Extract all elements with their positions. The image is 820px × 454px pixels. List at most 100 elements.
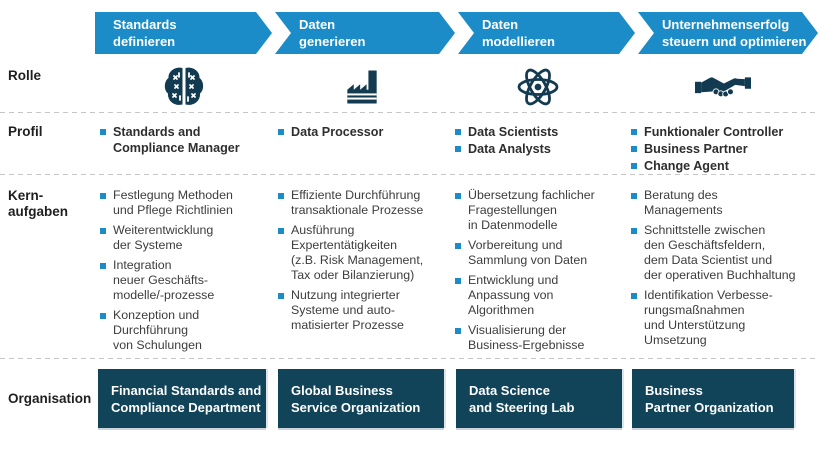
kernaufgaben-item: Festlegung Methoden und Pflege Richtlini… xyxy=(113,188,233,217)
list-item: Festlegung Methoden und Pflege Richtlini… xyxy=(100,188,267,218)
organisation-cell-2: Global Business Service Organization xyxy=(273,369,450,428)
profil-item: Funktionaler Controller xyxy=(644,125,784,139)
bullet-square-icon xyxy=(455,129,461,135)
kernaufgaben-item: Vorbereitung und Sammlung von Daten xyxy=(468,238,588,267)
kernaufgaben-item: Nutzung integrierter Systeme und auto- m… xyxy=(291,288,404,332)
list-item: Business Partner xyxy=(631,141,814,157)
bullet-square-icon xyxy=(100,228,106,234)
bullet-square-icon xyxy=(278,228,284,234)
list-item: Konzeption und Durchführung von Schulung… xyxy=(100,308,267,353)
list-item: Nutzung integrierter Systeme und auto- m… xyxy=(278,288,444,333)
process-step-label: Daten generieren xyxy=(299,17,366,49)
kernaufgaben-item: Konzeption und Durchführung von Schulung… xyxy=(113,308,202,352)
list-item: Data Scientists xyxy=(455,124,620,140)
bullet-square-icon xyxy=(631,163,637,169)
bullet-square-icon xyxy=(278,293,284,299)
row-label-rolle: Rolle xyxy=(8,68,42,83)
profil-item: Data Analysts xyxy=(468,142,551,156)
bullet-square-icon xyxy=(455,278,461,284)
handshake-icon xyxy=(695,76,751,97)
process-step-label: Standards definieren xyxy=(113,17,177,49)
profil-item: Business Partner xyxy=(644,142,748,156)
bullet-square-icon xyxy=(631,129,637,135)
kernaufgaben-cell-1: Festlegung Methoden und Pflege Richtlini… xyxy=(95,188,273,358)
row-rolle: Rolle xyxy=(0,60,820,113)
list-item: Visualisierung der Business-Ergebnisse xyxy=(455,323,620,353)
profil-item: Data Scientists xyxy=(468,125,559,139)
list-item: Effiziente Durchführung transaktionale P… xyxy=(278,188,444,218)
divider-kernaufgaben-organisation xyxy=(0,358,818,359)
organisation-cell-4: Business Partner Organization xyxy=(626,369,820,428)
list-item: Integration neuer Geschäfts- modelle/-pr… xyxy=(100,258,267,303)
divider-profil-kernaufgaben xyxy=(0,174,818,175)
process-arrows: Standards definieren Daten generieren Da… xyxy=(95,12,818,54)
list-item: Schnittstelle zwischen den Geschäftsfeld… xyxy=(631,223,814,283)
row-label-kernaufgaben: Kern- aufgaben xyxy=(8,188,69,219)
kernaufgaben-item: Entwicklung und Anpassung von Algorithme… xyxy=(468,273,559,317)
bullet-square-icon xyxy=(100,129,106,135)
kernaufgaben-item: Schnittstelle zwischen den Geschäftsfeld… xyxy=(644,223,796,282)
organisation-box: Financial Standards and Compliance Depar… xyxy=(98,369,266,428)
bullet-square-icon xyxy=(278,193,284,199)
organisation-box: Global Business Service Organization xyxy=(278,369,444,428)
brain-icon xyxy=(164,67,204,105)
kernaufgaben-item: Beratung des Managements xyxy=(644,188,723,217)
kernaufgaben-item: Identifikation Verbesse- rungsmaßnahmen … xyxy=(644,288,773,347)
kernaufgaben-cell-3: Übersetzung fachlicher Fragestellungen i… xyxy=(450,188,626,358)
profil-cell-3: Data Scientists Data Analysts xyxy=(450,124,626,175)
list-item: Übersetzung fachlicher Fragestellungen i… xyxy=(455,188,620,233)
profil-cell-2: Data Processor xyxy=(273,124,450,175)
kernaufgaben-item: Visualisierung der Business-Ergebnisse xyxy=(468,323,585,352)
bullet-square-icon xyxy=(631,228,637,234)
kernaufgaben-item: Ausführung Expertentätigkeiten (z.B. Ris… xyxy=(291,223,424,282)
list-item: Change Agent xyxy=(631,158,814,174)
list-item: Entwicklung und Anpassung von Algorithme… xyxy=(455,273,620,318)
kernaufgaben-item: Effiziente Durchführung transaktionale P… xyxy=(291,188,424,217)
organisation-cell-1: Financial Standards and Compliance Depar… xyxy=(95,369,273,428)
row-label-profil: Profil xyxy=(8,124,43,139)
organisation-box: Business Partner Organization xyxy=(632,369,794,428)
list-item: Weiterentwicklung der Systeme xyxy=(100,223,267,253)
process-step-unternehmenserfolg: Unternehmenserfolg steuern und optimiere… xyxy=(638,12,818,54)
bullet-square-icon xyxy=(455,146,461,152)
list-item: Beratung des Managements xyxy=(631,188,814,218)
rolle-cell-4 xyxy=(626,60,820,113)
divider-rolle-profil xyxy=(0,112,818,113)
process-step-daten-modellieren: Daten modellieren xyxy=(458,12,635,54)
profil-item: Data Processor xyxy=(291,125,384,139)
process-step-label: Unternehmenserfolg steuern und optimiere… xyxy=(662,17,807,49)
row-profil: Profil Standards and Compliance Manager … xyxy=(0,124,820,175)
profil-cell-4: Funktionaler Controller Business Partner… xyxy=(626,124,820,175)
list-item: Data Analysts xyxy=(455,141,620,157)
bullet-square-icon xyxy=(631,293,637,299)
list-item: Data Processor xyxy=(278,124,444,140)
list-item: Funktionaler Controller xyxy=(631,124,814,140)
kernaufgaben-item: Übersetzung fachlicher Fragestellungen i… xyxy=(468,188,595,232)
row-organisation: Organisation Financial Standards and Com… xyxy=(0,369,820,428)
process-step-standards-definieren: Standards definieren xyxy=(95,12,272,54)
list-item: Ausführung Expertentätigkeiten (z.B. Ris… xyxy=(278,223,444,283)
process-step-daten-generieren: Daten generieren xyxy=(275,12,455,54)
bullet-square-icon xyxy=(631,193,637,199)
bullet-square-icon xyxy=(100,193,106,199)
process-step-label: Daten modellieren xyxy=(482,17,555,49)
bullet-square-icon xyxy=(455,328,461,334)
bullet-square-icon xyxy=(278,129,284,135)
rolle-cell-3 xyxy=(450,60,626,113)
kernaufgaben-cell-2: Effiziente Durchführung transaktionale P… xyxy=(273,188,450,358)
profil-item: Standards and Compliance Manager xyxy=(113,125,240,155)
kernaufgaben-item: Integration neuer Geschäfts- modelle/-pr… xyxy=(113,258,215,302)
kernaufgaben-cell-4: Beratung des Managements Schnittstelle z… xyxy=(626,188,820,358)
bullet-square-icon xyxy=(455,193,461,199)
rolle-cell-2 xyxy=(273,60,450,113)
profil-cell-1: Standards and Compliance Manager xyxy=(95,124,273,175)
row-kernaufgaben: Kern- aufgaben Festlegung Methoden und P… xyxy=(0,188,820,358)
atom-icon xyxy=(517,68,559,105)
bullet-square-icon xyxy=(455,243,461,249)
bullet-square-icon xyxy=(100,313,106,319)
bullet-square-icon xyxy=(631,146,637,152)
profil-item: Change Agent xyxy=(644,159,729,173)
factory-icon xyxy=(346,70,377,103)
organisation-box: Data Science and Steering Lab xyxy=(456,369,622,428)
